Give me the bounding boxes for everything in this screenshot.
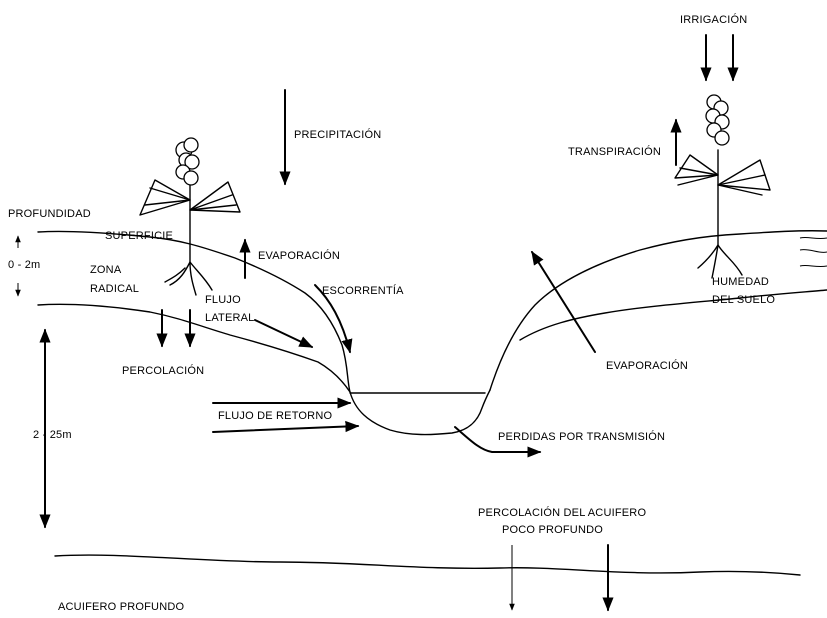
label-humidity: HUMEDAD bbox=[712, 276, 769, 288]
runoff-arrow bbox=[314, 284, 353, 354]
label-deep-aquifer: ACUIFERO PROFUNDO bbox=[58, 601, 184, 613]
root-zone-bottom-right bbox=[519, 289, 827, 341]
channel-bottom bbox=[349, 389, 491, 436]
surface-line-right bbox=[489, 230, 827, 391]
shallow-aquifer-bottom-line bbox=[54, 554, 801, 576]
label-surface: SUPERFICIE bbox=[105, 230, 173, 242]
label-lateral: LATERAL bbox=[205, 312, 255, 324]
label-radical: RADICAL bbox=[90, 283, 139, 295]
label-percolation: PERCOLACIÓN bbox=[122, 364, 204, 377]
label-return-flow: FLUJO DE RETORNO bbox=[218, 410, 332, 422]
label-depth-2-25: 2 - 25m bbox=[33, 429, 72, 441]
label-transpiration: TRANSPIRACIÓN bbox=[568, 145, 661, 158]
label-flow: FLUJO bbox=[205, 294, 241, 306]
label-aquifer-percolation-1: PERCOLACIÓN DEL ACUIFERO bbox=[478, 506, 646, 519]
label-transmission-losses: PERDIDAS POR TRANSMISIÓN bbox=[498, 430, 665, 443]
surface-right-wiggles bbox=[799, 236, 827, 268]
label-runoff: ESCORRENTÍA bbox=[322, 284, 404, 297]
root-zone-bottom-line bbox=[37, 303, 351, 393]
evaporation-arrow-right bbox=[531, 250, 596, 353]
transmission-loss-arrow bbox=[454, 426, 542, 458]
return-flow-arrow-2 bbox=[212, 420, 360, 433]
label-evaporation-right: EVAPORACIÓN bbox=[606, 359, 688, 372]
label-soil: DEL SUELO bbox=[712, 294, 775, 306]
label-evaporation-left: EVAPORACIÓN bbox=[258, 249, 340, 262]
right-plant bbox=[674, 94, 771, 279]
label-precipitation: PRECIPITACIÓN bbox=[294, 128, 381, 141]
label-zone: ZONA bbox=[90, 264, 122, 276]
label-aquifer-percolation-2: POCO PROFUNDO bbox=[502, 524, 603, 536]
lateral-flow-arrow bbox=[254, 319, 314, 348]
label-irrigation: IRRIGACIÓN bbox=[680, 13, 747, 26]
label-depth: PROFUNDIDAD bbox=[8, 208, 91, 220]
left-plant bbox=[139, 137, 241, 296]
label-depth-0-2: 0 - 2m bbox=[8, 259, 40, 271]
